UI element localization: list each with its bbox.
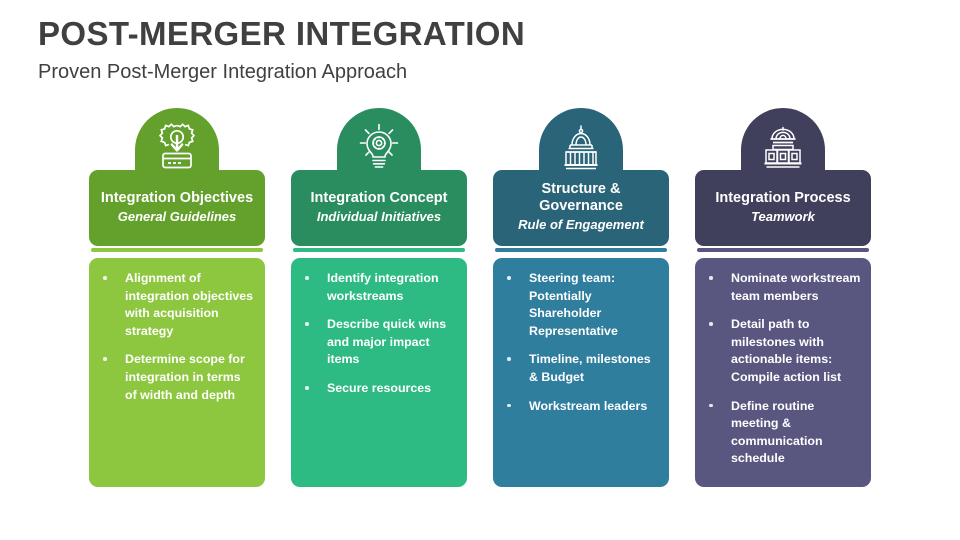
pillar-divider-2 bbox=[293, 248, 465, 252]
pillar-bullet-list-1: Alignment of integration objectives with… bbox=[95, 270, 255, 404]
list-item: Define routine meeting & communication s… bbox=[701, 398, 861, 468]
pillar-subtitle-1: General Guidelines bbox=[117, 208, 237, 224]
list-item: Nominate workstream team members bbox=[701, 270, 861, 305]
pillar-header-card-2[interactable]: Integration Concept Individual Initiativ… bbox=[291, 170, 467, 246]
list-item: Workstream leaders bbox=[499, 398, 659, 416]
pillar-divider-3 bbox=[495, 248, 667, 252]
pillar-title-3: Structure & Governance bbox=[539, 181, 623, 215]
pillar-subtitle-3: Rule of Engagement bbox=[518, 217, 644, 233]
pillar-subtitle-4: Teamwork bbox=[751, 208, 815, 224]
pillar-title-4: Integration Process bbox=[715, 189, 851, 206]
pillar-body-card-1[interactable]: Alignment of integration objectives with… bbox=[89, 258, 265, 487]
pillar-header-card-1[interactable]: Integration Objectives General Guideline… bbox=[89, 170, 265, 246]
list-item: Determine scope for integration in terms… bbox=[95, 351, 255, 404]
pillar-header-card-4[interactable]: Integration Process Teamwork bbox=[695, 170, 871, 246]
pillar-body-card-2[interactable]: Identify integration workstreams Describ… bbox=[291, 258, 467, 487]
pillar-title-2: Integration Concept bbox=[310, 189, 448, 206]
list-item: Secure resources bbox=[297, 380, 457, 398]
pillar-bullet-list-2: Identify integration workstreams Describ… bbox=[297, 270, 457, 398]
list-item: Identify integration workstreams bbox=[297, 270, 457, 305]
list-item: Steering team: Potentially Shareholder R… bbox=[499, 270, 659, 340]
pillar-body-card-4[interactable]: Nominate workstream team members Detail … bbox=[695, 258, 871, 487]
pillar-body-card-3[interactable]: Steering team: Potentially Shareholder R… bbox=[493, 258, 669, 487]
list-item: Describe quick wins and major impact ite… bbox=[297, 316, 457, 369]
page-title: POST-MERGER INTEGRATION bbox=[38, 15, 526, 52]
pillar-header-card-3[interactable]: Structure & Governance Rule of Engagemen… bbox=[493, 170, 669, 246]
pillar-divider-4 bbox=[697, 248, 869, 252]
page-subtitle: Proven Post-Merger Integration Approach bbox=[38, 61, 408, 83]
list-item: Alignment of integration objectives with… bbox=[95, 270, 255, 340]
pillar-subtitle-2: Individual Initiatives bbox=[316, 208, 442, 224]
pillar-bullet-list-4: Nominate workstream team members Detail … bbox=[701, 270, 861, 468]
pillar-title-1: Integration Objectives bbox=[100, 189, 254, 206]
list-item: Timeline, milestones & Budget bbox=[499, 351, 659, 386]
pillar-divider-1 bbox=[91, 248, 263, 252]
pillar-bullet-list-3: Steering team: Potentially Shareholder R… bbox=[499, 270, 659, 415]
list-item: Detail path to milestones with actionabl… bbox=[701, 316, 861, 386]
